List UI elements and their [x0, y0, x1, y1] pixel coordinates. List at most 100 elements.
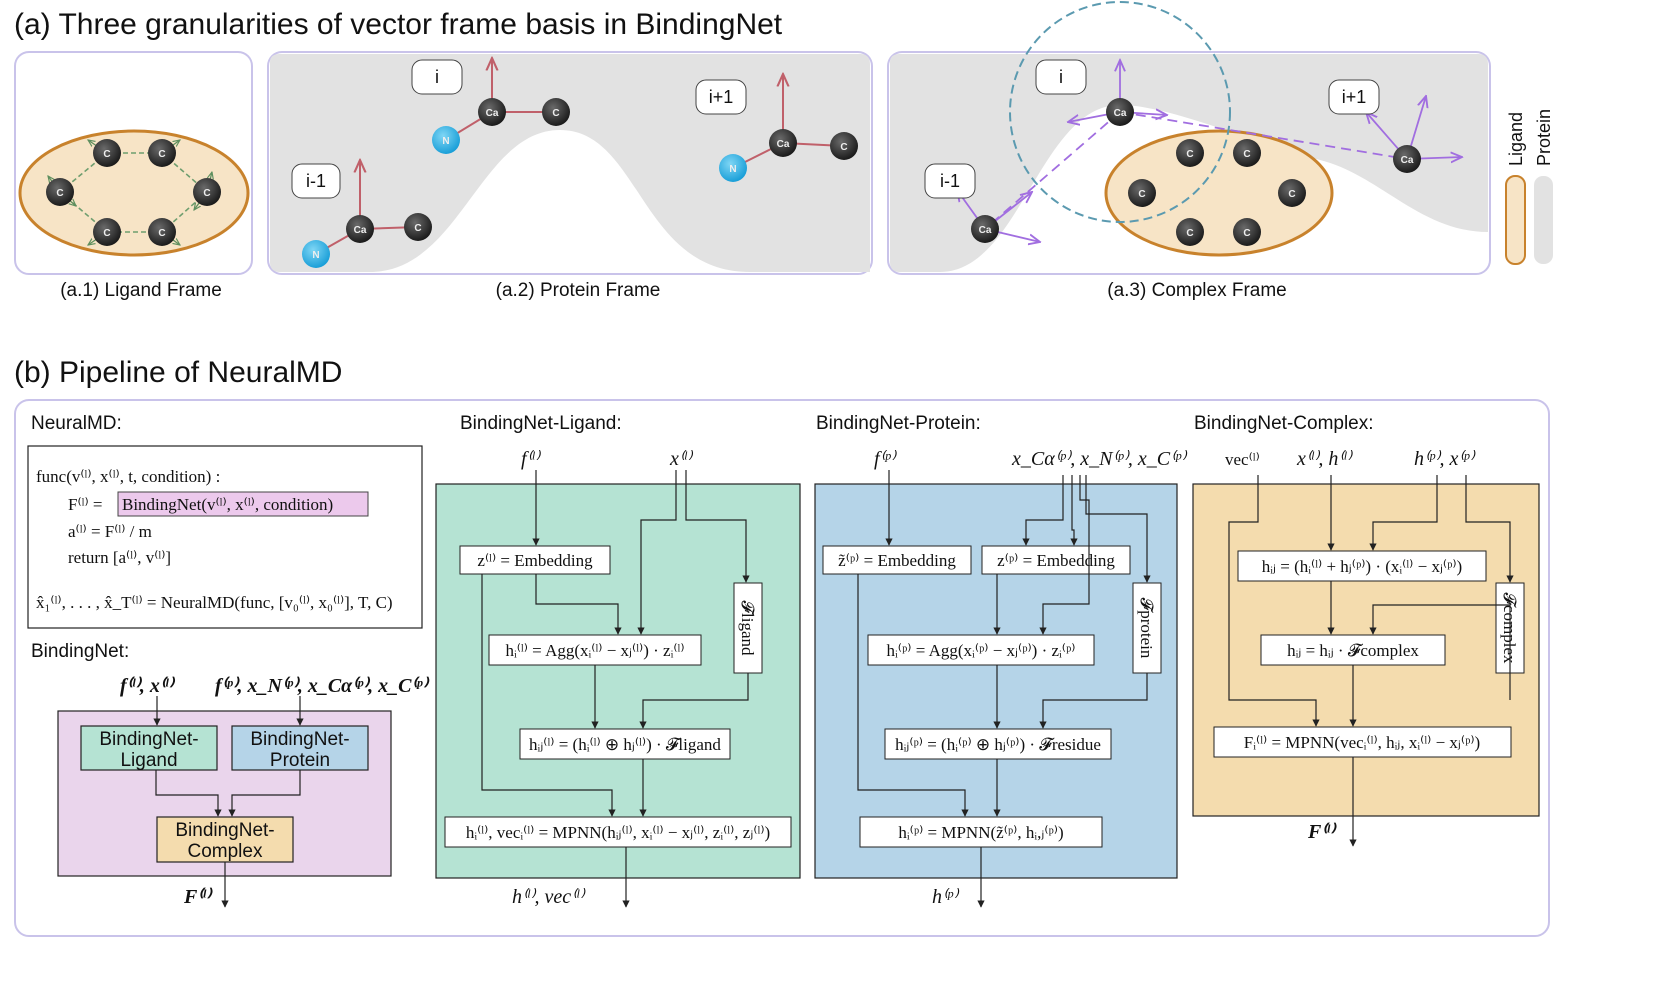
atom-label: C	[1138, 189, 1145, 200]
atom-label: C	[203, 188, 210, 199]
alpha-carbon-atom	[478, 98, 506, 126]
atom-label: N	[729, 164, 736, 175]
ligand-mpnn-box	[444, 816, 792, 848]
protein-output: h⁽ᵖ⁾	[932, 886, 960, 908]
atom-label: Ca	[1401, 155, 1414, 166]
bindingnet-call-highlight	[117, 491, 369, 517]
protein-frame-panel: N Ca C N Ca C N Ca C i i-1 i+1	[267, 51, 873, 275]
nitrogen-atom	[719, 154, 747, 182]
carbon-atom	[93, 139, 121, 167]
atom-label: C	[840, 142, 847, 153]
complex-input-xh: x⁽ˡ⁾, h⁽ˡ⁾	[1296, 448, 1353, 470]
bindingnet-protein-box	[231, 725, 369, 771]
complex-input-vec: vec⁽ˡ⁾	[1225, 450, 1260, 469]
atom-label: N	[312, 250, 319, 261]
box-text: Protein	[270, 750, 330, 771]
ligand-input-f: f⁽ˡ⁾	[521, 448, 541, 470]
box-text: 𝓕protein	[1137, 598, 1156, 659]
protein-input-f: f⁽ᵖ⁾	[874, 448, 897, 470]
box-text: hᵢⱼ = (hᵢ⁽ˡ⁾ + hⱼ⁽ᵖ⁾) · (xᵢ⁽ˡ⁾ − xⱼ⁽ᵖ⁾)	[1262, 557, 1462, 576]
protein-embedding-tilde-box	[822, 545, 972, 575]
carbon-atom	[148, 139, 176, 167]
caption-ligand-frame: (a.1) Ligand Frame	[60, 280, 222, 301]
legend-ligand-swatch	[1505, 175, 1526, 265]
box-text: BindingNet-	[99, 729, 198, 750]
neuralmd-code-box	[27, 445, 423, 629]
box-text: 𝓕ligand	[738, 600, 757, 656]
carbon-atom	[542, 98, 570, 126]
code-line-acceleration: a⁽ˡ⁾ = F⁽ˡ⁾ / m	[68, 522, 152, 541]
code-line-solve: x̂₁⁽ˡ⁾, . . . , x̂_T⁽ˡ⁾ = NeuralMD(func,…	[36, 593, 393, 612]
protein-frame-box	[1132, 582, 1162, 674]
code-line-func: func(v⁽ˡ⁾, x⁽ˡ⁾, t, condition) :	[36, 467, 220, 486]
atom-label: N	[442, 136, 449, 147]
carbon-atom	[1233, 218, 1261, 246]
protein-agg-box	[867, 634, 1095, 666]
carbon-atom	[93, 218, 121, 246]
atom-label: C	[158, 228, 165, 239]
atom-label: C	[552, 108, 559, 119]
atom-label: C	[1186, 149, 1193, 160]
legend-protein-swatch	[1534, 176, 1553, 264]
protein-embedding-box	[981, 545, 1131, 575]
ligand-output: h⁽ˡ⁾, vec⁽ˡ⁾	[512, 886, 586, 908]
box-text: hᵢ⁽ˡ⁾, vecᵢ⁽ˡ⁾ = MPNN(hᵢⱼ⁽ˡ⁾, xᵢ⁽ˡ⁾ − xⱼ…	[466, 823, 770, 842]
complex-hij-box	[1237, 550, 1487, 582]
box-text: hᵢⱼ = hᵢⱼ · 𝓕complex	[1287, 641, 1419, 660]
complex-input-hx: h⁽ᵖ⁾, x⁽ᵖ⁾	[1414, 448, 1476, 470]
protein-mpnn-box	[859, 816, 1103, 848]
protein-detail-label: BindingNet-Protein:	[816, 413, 981, 434]
bindingnet-input-protein: f⁽ᵖ⁾, x_N⁽ᵖ⁾, x_Cα⁽ᵖ⁾, x_C⁽ᵖ⁾	[215, 675, 430, 697]
code-line-return: return [a⁽ˡ⁾, v⁽ˡ⁾]	[68, 548, 171, 567]
carbon-atom	[1278, 179, 1306, 207]
code-line-bindingnet-call: BindingNet(v⁽ˡ⁾, x⁽ˡ⁾, condition)	[122, 495, 333, 514]
box-text: hᵢ⁽ᵖ⁾ = Agg(xᵢ⁽ᵖ⁾ − xⱼ⁽ᵖ⁾) · zᵢ⁽ᵖ⁾	[887, 641, 1076, 660]
residue-tag-i-plus-1: i+1	[709, 87, 734, 107]
carbon-atom	[1176, 139, 1204, 167]
atom-label: C	[1243, 228, 1250, 239]
neuralmd-label: NeuralMD:	[31, 413, 122, 434]
atom-label: Ca	[979, 225, 992, 236]
carbon-atom	[1176, 218, 1204, 246]
carbon-atom	[830, 132, 858, 160]
complex-mpnn-box	[1213, 726, 1512, 758]
carbon-atom	[193, 178, 221, 206]
ligand-hij-box	[519, 728, 731, 760]
atom-label: C	[103, 228, 110, 239]
residue-tag-i-plus-1: i+1	[1342, 87, 1367, 107]
atom-label: C	[1288, 189, 1295, 200]
legend-protein-label: Protein	[1534, 109, 1554, 166]
residue-tag-i: i	[435, 67, 439, 87]
alpha-carbon-atom	[346, 215, 374, 243]
atom-label: C	[56, 188, 63, 199]
carbon-atom	[46, 178, 74, 206]
bindingnet-label: BindingNet:	[31, 641, 129, 662]
bindingnet-output: F⁽ˡ⁾	[183, 886, 214, 908]
carbon-atom	[1128, 179, 1156, 207]
atom-label: Ca	[354, 225, 367, 236]
carbon-atom	[148, 218, 176, 246]
box-text: hᵢⱼ⁽ˡ⁾ = (hᵢ⁽ˡ⁾ ⊕ hⱼ⁽ˡ⁾) · 𝓕ligand	[529, 735, 721, 754]
box-text: z⁽ᵖ⁾ = Embedding	[997, 551, 1115, 570]
box-text: hᵢⱼ⁽ᵖ⁾ = (hᵢ⁽ᵖ⁾ ⊕ hⱼ⁽ᵖ⁾) · 𝓕residue	[895, 735, 1101, 754]
neighborhood-circle	[1009, 1, 1231, 223]
box-text: Fᵢ⁽ˡ⁾ = MPNN(vecᵢ⁽ˡ⁾, hᵢⱼ, xᵢ⁽ˡ⁾ − xⱼ⁽ᵖ⁾…	[1244, 733, 1480, 752]
box-text: BindingNet-	[250, 729, 349, 750]
atom-label: Ca	[777, 139, 790, 150]
carbon-atom	[404, 213, 432, 241]
ligand-detail-label: BindingNet-Ligand:	[460, 413, 622, 434]
residue-tag-i: i	[1059, 67, 1063, 87]
box-text: Ligand	[120, 750, 177, 771]
ligand-frame-box	[733, 582, 763, 674]
complex-ligand-atoms: C C C C C C	[1128, 139, 1306, 246]
alpha-carbon-atom	[971, 215, 999, 243]
atom-label: C	[158, 149, 165, 160]
part-b-title: (b) Pipeline of NeuralMD	[14, 356, 342, 389]
ligand-atoms: C C C C C C	[46, 139, 221, 246]
atom-label: C	[103, 149, 110, 160]
box-text: BindingNet-	[175, 820, 274, 841]
alpha-carbon-atom	[769, 129, 797, 157]
nitrogen-atom	[432, 126, 460, 154]
complex-hij2-box	[1260, 634, 1446, 666]
